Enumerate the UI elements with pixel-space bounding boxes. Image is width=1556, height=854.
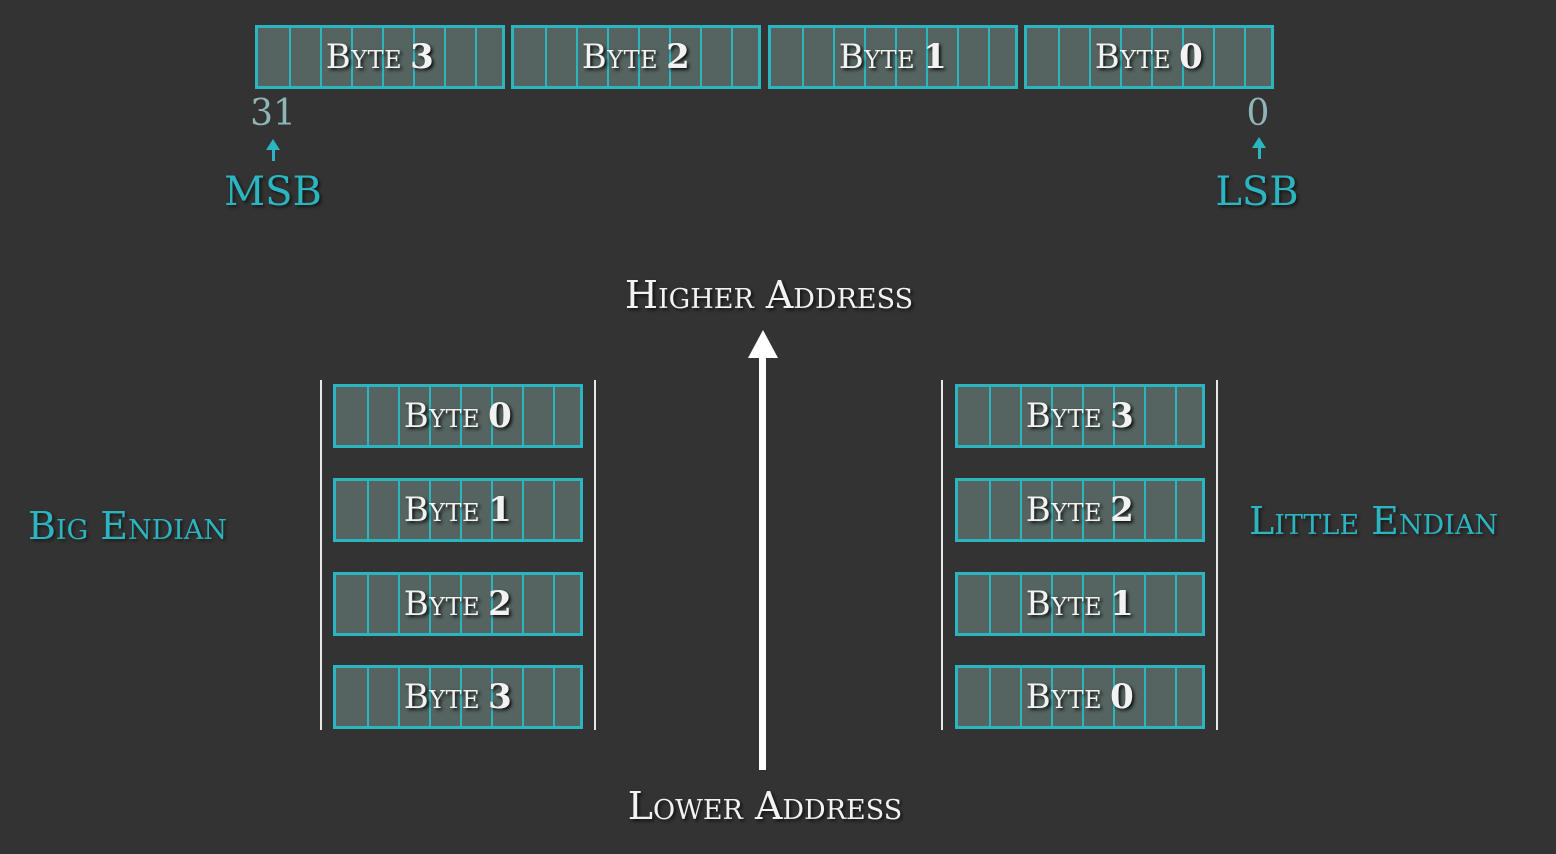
little-endian-left-bracket [941, 380, 943, 730]
address-arrow-icon [759, 352, 766, 770]
little-endian-right-bracket [1216, 380, 1218, 730]
little-endian-label: Little Endian [1249, 499, 1498, 543]
msb-label: MSB [224, 169, 322, 215]
lower-address-label: Lower Address [627, 784, 903, 828]
lsb-label: LSB [1215, 169, 1299, 215]
big-endian-label: Big Endian [28, 504, 228, 548]
lsb-bit-number: 0 [1246, 93, 1270, 134]
big-endian-left-bracket [320, 380, 322, 730]
msb-bit-number: 31 [250, 93, 296, 134]
big-endian-right-bracket [594, 380, 596, 730]
higher-address-label: Higher Address [624, 273, 914, 317]
